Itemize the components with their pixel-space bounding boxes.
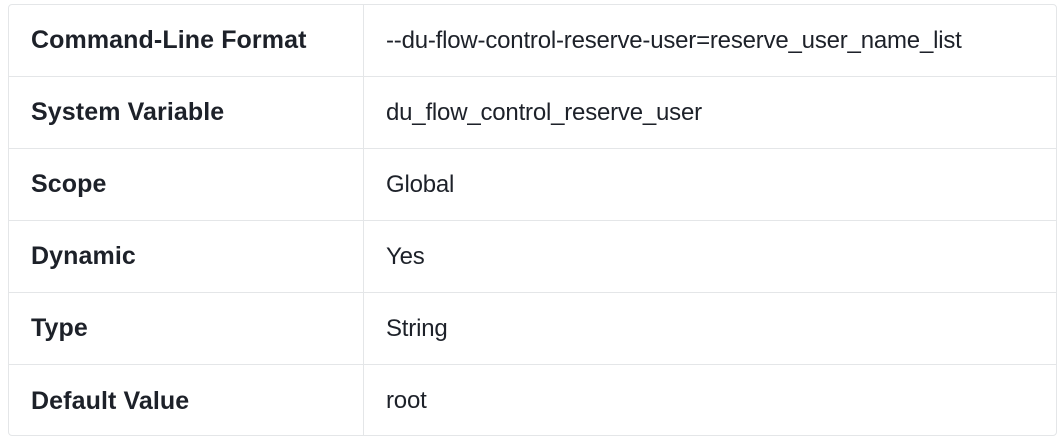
system-variable-property-table: Command-Line Format --du-flow-control-re…	[8, 4, 1057, 436]
property-label: Type	[9, 293, 364, 364]
property-label: Default Value	[9, 365, 364, 435]
table-row: System Variable du_flow_control_reserve_…	[9, 77, 1056, 149]
table-row: Dynamic Yes	[9, 221, 1056, 293]
property-value: Global	[386, 170, 455, 198]
property-label: Scope	[9, 149, 364, 220]
table-row: Scope Global	[9, 149, 1056, 221]
property-label: Dynamic	[9, 221, 364, 292]
table-row: Default Value root	[9, 365, 1056, 435]
property-value: du_flow_control_reserve_user	[386, 98, 702, 126]
property-value: --du-flow-control-reserve-user=reserve_u…	[386, 26, 962, 54]
table-row: Command-Line Format --du-flow-control-re…	[9, 5, 1056, 77]
table-row: Type String	[9, 293, 1056, 365]
property-value: String	[386, 314, 448, 342]
property-label: System Variable	[9, 77, 364, 148]
property-label: Command-Line Format	[9, 5, 364, 76]
property-value: root	[386, 387, 427, 414]
property-value: Yes	[386, 242, 425, 270]
